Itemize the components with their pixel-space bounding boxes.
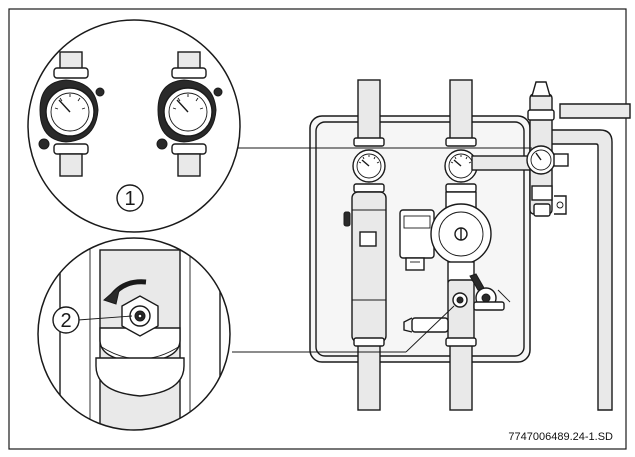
thermometer-gauge-icon xyxy=(38,51,105,177)
circulation-pump-icon xyxy=(399,191,492,283)
thermometer-gauge-icon xyxy=(156,51,223,177)
connector-pipe xyxy=(471,155,533,171)
return-pipe-right xyxy=(529,129,613,411)
right-return-body xyxy=(447,279,475,343)
pressure-gauge-icon xyxy=(526,81,569,217)
callout-1-label: 1 xyxy=(124,188,135,210)
document-id: 7747006489.24-1.SD xyxy=(508,431,613,443)
left-pipe-nut-bottom xyxy=(353,337,385,347)
left-return-body xyxy=(351,191,387,343)
thermometer-gauge-icon xyxy=(444,137,478,193)
detail-view-2: 2 xyxy=(37,237,231,431)
ball-valve xyxy=(469,273,511,311)
detail-circle-2 xyxy=(37,237,231,431)
detail-view-1: 1 xyxy=(27,19,241,233)
right-pipe-bottom xyxy=(449,339,473,411)
callout-2-leader xyxy=(77,315,133,321)
left-return-window xyxy=(359,231,377,247)
figure-border xyxy=(8,8,627,450)
pump-station xyxy=(232,79,631,411)
left-clip xyxy=(343,211,351,227)
right-pipe-nut-bottom xyxy=(445,337,477,347)
housing-inner-edge xyxy=(315,121,525,357)
right-pipe-top xyxy=(449,79,473,141)
left-pipe-bottom xyxy=(357,339,381,411)
rotation-arrow-icon xyxy=(103,279,147,305)
thermometer-gauge-icon xyxy=(352,137,386,193)
callout-2-circle xyxy=(52,306,80,334)
callout-2-label: 2 xyxy=(60,310,71,332)
lower-fitting-left xyxy=(411,317,449,333)
callout-1-circle xyxy=(116,184,144,212)
left-pipe-top xyxy=(357,79,381,141)
supply-pipe-right xyxy=(559,103,631,119)
